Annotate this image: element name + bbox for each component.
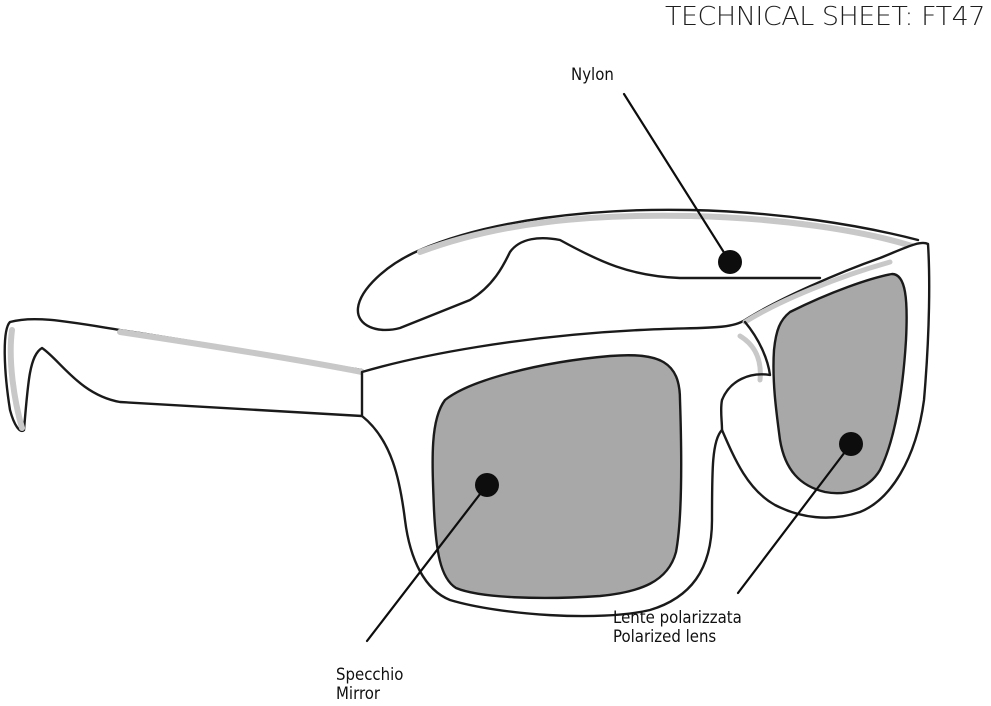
polarized-lens-label-en: Polarized lens: [613, 627, 717, 647]
far-temple-shading: [417, 212, 915, 255]
polarized-lens-callout: Lente polarizzata Polarized lens: [613, 609, 742, 647]
mirror-marker: [475, 473, 499, 497]
near-temple-shading: [7, 327, 365, 431]
mirror-label-it: Specchio: [336, 665, 404, 685]
frame-bridge-edge: [719, 320, 772, 432]
nylon-marker: [718, 250, 742, 274]
nylon-callout: Nylon: [571, 66, 614, 85]
mirror-callout: Specchio Mirror: [336, 666, 403, 704]
left-lens: [431, 354, 683, 600]
polarized-lens-label-it: Lente polarizzata: [613, 608, 742, 628]
nylon-leader-line: [622, 92, 732, 264]
sheet-title: TECHNICAL SHEET: FT47: [665, 2, 986, 32]
right-lens: [772, 272, 908, 495]
far-temple-arm: [356, 208, 920, 332]
nylon-label: Nylon: [571, 65, 614, 85]
lens-leader-line: [736, 442, 853, 595]
lens-marker: [839, 432, 863, 456]
mirror-leader-line: [365, 483, 489, 643]
mirror-label-en: Mirror: [336, 684, 381, 704]
near-temple-arm: [3, 317, 364, 433]
